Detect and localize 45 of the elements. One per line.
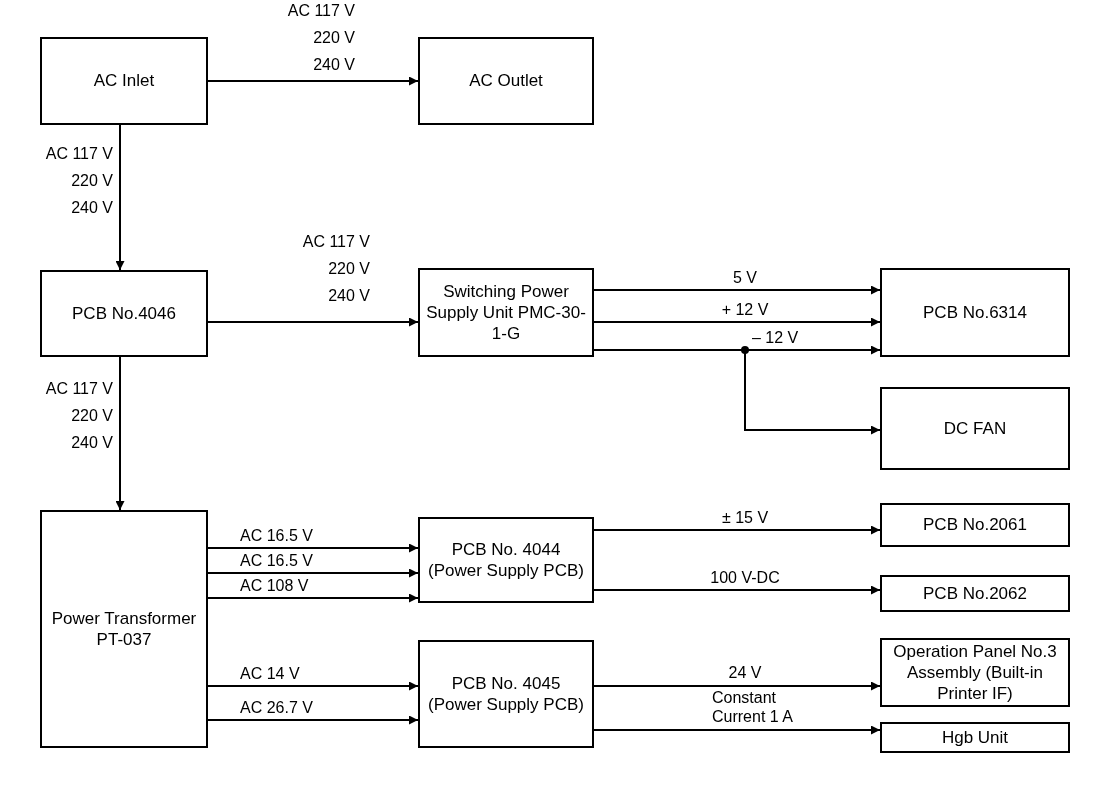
voltage-label: 100 V-DC bbox=[709, 568, 781, 588]
block-box: Power Transformer PT-037 bbox=[40, 510, 208, 748]
voltage-label: + 12 V bbox=[720, 300, 770, 320]
voltage-label: 24 V bbox=[727, 663, 763, 683]
voltage-label: AC 14 V bbox=[240, 664, 301, 684]
arrow bbox=[593, 317, 881, 327]
voltage-label: AC 16.5 V bbox=[240, 551, 314, 571]
block-box: AC Inlet bbox=[40, 37, 208, 125]
block-box: Switching Power Supply Unit PMC-30-1-G bbox=[418, 268, 594, 357]
arrow bbox=[207, 543, 419, 553]
voltage-label: AC 117 V 220 V 240 V bbox=[286, 1, 355, 76]
voltage-label: AC 117 V 220 V 240 V bbox=[44, 379, 113, 454]
block-box: PCB No.4046 bbox=[40, 270, 208, 357]
voltage-label: ± 15 V bbox=[720, 508, 770, 528]
arrow bbox=[593, 585, 881, 595]
voltage-label: AC 16.5 V bbox=[240, 526, 314, 546]
block-box: Hgb Unit bbox=[880, 722, 1070, 753]
block-box: PCB No.2061 bbox=[880, 503, 1070, 547]
block-box: Operation Panel No.3 Assembly (Built-in Printer IF) bbox=[880, 638, 1070, 707]
voltage-label: – 12 V bbox=[752, 328, 800, 348]
voltage-label: AC 117 V 220 V 240 V bbox=[44, 144, 113, 219]
block-box: DC FAN bbox=[880, 387, 1070, 470]
block-box: PCB No.2062 bbox=[880, 575, 1070, 612]
block-box: PCB No.6314 bbox=[880, 268, 1070, 357]
arrow bbox=[593, 525, 881, 535]
arrow bbox=[207, 76, 419, 86]
arrow bbox=[207, 593, 419, 603]
voltage-label: 5 V bbox=[732, 268, 758, 288]
voltage-label: AC 108 V bbox=[240, 576, 310, 596]
arrow bbox=[115, 356, 125, 511]
arrow bbox=[593, 681, 881, 691]
arrow bbox=[207, 317, 419, 327]
block-box: PCB No. 4045 (Power Supply PCB) bbox=[418, 640, 594, 748]
arrow bbox=[593, 285, 881, 295]
voltage-label: AC 26.7 V bbox=[240, 698, 314, 718]
voltage-label: Constant Current 1 A bbox=[712, 688, 794, 727]
arrow bbox=[115, 124, 125, 271]
block-box: PCB No. 4044 (Power Supply PCB) bbox=[418, 517, 594, 603]
arrow bbox=[207, 568, 419, 578]
arrow bbox=[207, 715, 419, 725]
arrow bbox=[593, 725, 881, 735]
arrow bbox=[593, 349, 881, 435]
block-box: AC Outlet bbox=[418, 37, 594, 125]
voltage-label: AC 117 V 220 V 240 V bbox=[301, 232, 370, 307]
arrow bbox=[207, 681, 419, 691]
